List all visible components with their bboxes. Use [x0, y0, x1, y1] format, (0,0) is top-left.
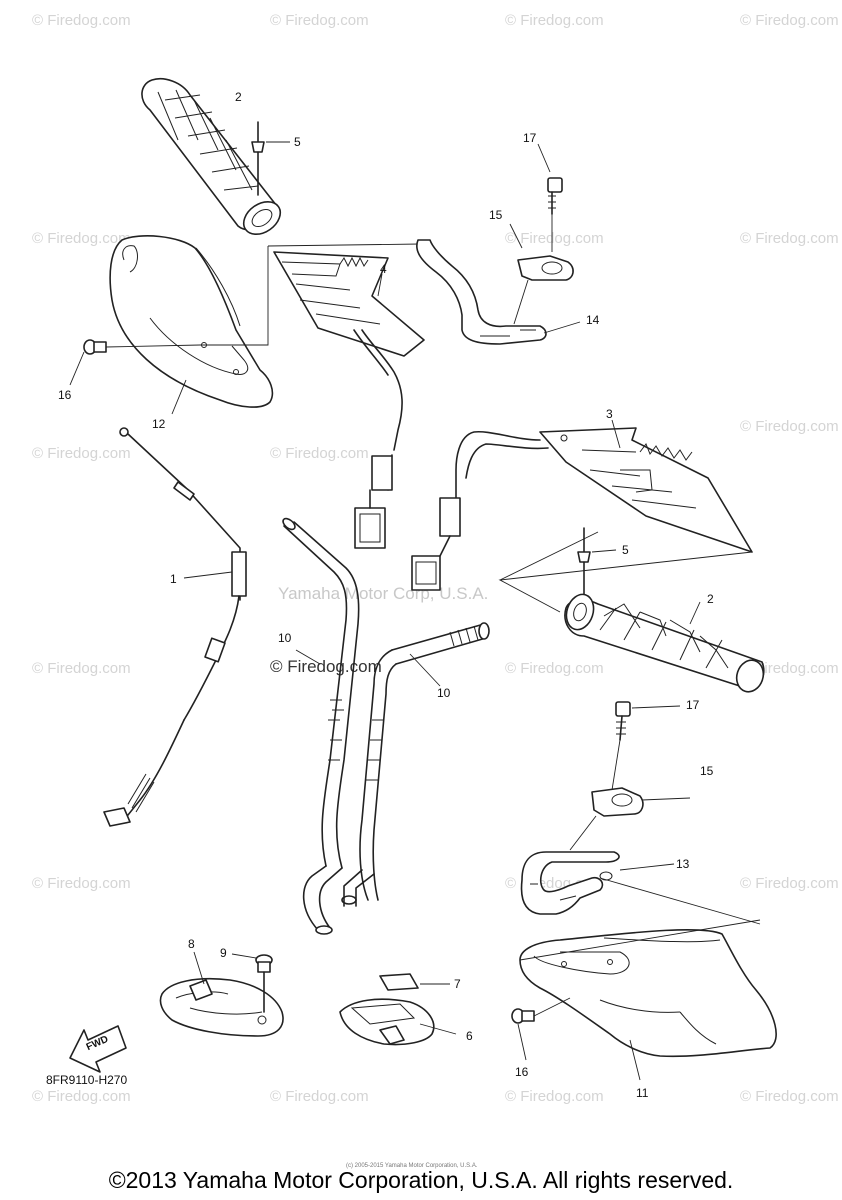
callout-label: 11 [636, 1086, 649, 1100]
watermark: © Firedog.com [32, 1088, 131, 1105]
callout-label: 6 [466, 1029, 473, 1043]
bracket-left [416, 239, 581, 345]
callout-label: 10 [278, 631, 292, 645]
watermark: © Firedog.com [32, 230, 131, 247]
bolt-lower [611, 701, 681, 791]
watermark: © Firedog.com [505, 660, 604, 677]
callout-label: 17 [523, 131, 537, 145]
callout-label: 16 [58, 388, 72, 402]
throttle-cable [103, 427, 247, 827]
bolt-right [511, 997, 571, 1061]
clamp-lower [569, 787, 691, 851]
watermark: © Firedog.com [505, 230, 604, 247]
watermark: © Firedog.com [505, 1088, 604, 1105]
callout-label: 4 [380, 262, 387, 276]
copyright-footer: ©2013 Yamaha Motor Corporation, U.S.A. A… [108, 1167, 734, 1193]
housing-right [339, 998, 457, 1046]
watermark: © Firedog.com [740, 12, 839, 29]
hand-guard-right [519, 919, 777, 1081]
watermark: © Firedog.com [270, 445, 369, 462]
callout-label: 16 [515, 1065, 529, 1079]
watermark: © Firedog.com [32, 660, 131, 677]
callout-label: 15 [489, 208, 503, 222]
callout-label: 17 [686, 698, 700, 712]
callout-label: 2 [235, 90, 242, 104]
rivet-top [251, 121, 290, 196]
callout-label: 15 [700, 764, 714, 778]
clamp-top [509, 223, 574, 325]
watermark: © Firedog.com [270, 12, 369, 29]
watermark: © Firedog.com [32, 445, 131, 462]
watermark: © Firedog.com [270, 1088, 369, 1105]
fwd-arrow [69, 1025, 127, 1073]
watermark: © Firedog.com [740, 660, 839, 677]
heater-left [273, 251, 425, 549]
watermark: © Firedog.com [505, 12, 604, 29]
watermark: © Firedog.com [740, 230, 839, 247]
rivet-right [577, 527, 617, 597]
grip-right [564, 593, 765, 693]
watermark: © Firedog.com [32, 12, 131, 29]
watermark: © Firedog.com [740, 1088, 839, 1105]
pad [379, 973, 450, 991]
diagram-code: 8FR9110-H270 [46, 1073, 128, 1087]
handlebar-tube-b [341, 622, 490, 907]
handlebar-tube-a [282, 517, 360, 935]
bolt-top [537, 143, 563, 252]
callout-label: 3 [606, 407, 613, 421]
callout-label: 8 [188, 937, 195, 951]
callout-label: 5 [294, 135, 301, 149]
callout-label: 14 [586, 313, 600, 327]
watermark: © Firedog.com [740, 418, 839, 435]
callout-label: 9 [220, 946, 227, 960]
watermark: © Firedog.com [740, 875, 839, 892]
leader-rivet-right [499, 531, 599, 581]
callout-label: 2 [707, 592, 714, 606]
callout-label: 1 [170, 572, 177, 586]
leader-box-left [200, 246, 269, 346]
screw [231, 953, 273, 1013]
housing-left [159, 951, 284, 1037]
callout-label: 5 [622, 543, 629, 557]
watermark: © Firedog.com [32, 875, 131, 892]
fine-print: (c) 2005-2015 Yamaha Motor Corporation, … [346, 1163, 478, 1169]
leader-box-top [267, 243, 421, 247]
callout-label: 12 [152, 417, 166, 431]
callout-label: 13 [676, 857, 690, 871]
callout-label: 7 [454, 977, 461, 991]
bolt-left [69, 339, 201, 386]
callout-label: 10 [437, 686, 451, 700]
heater-right [411, 419, 753, 591]
grip-left [141, 78, 282, 236]
bracket-right [520, 851, 761, 925]
hand-guard-left [109, 235, 274, 415]
